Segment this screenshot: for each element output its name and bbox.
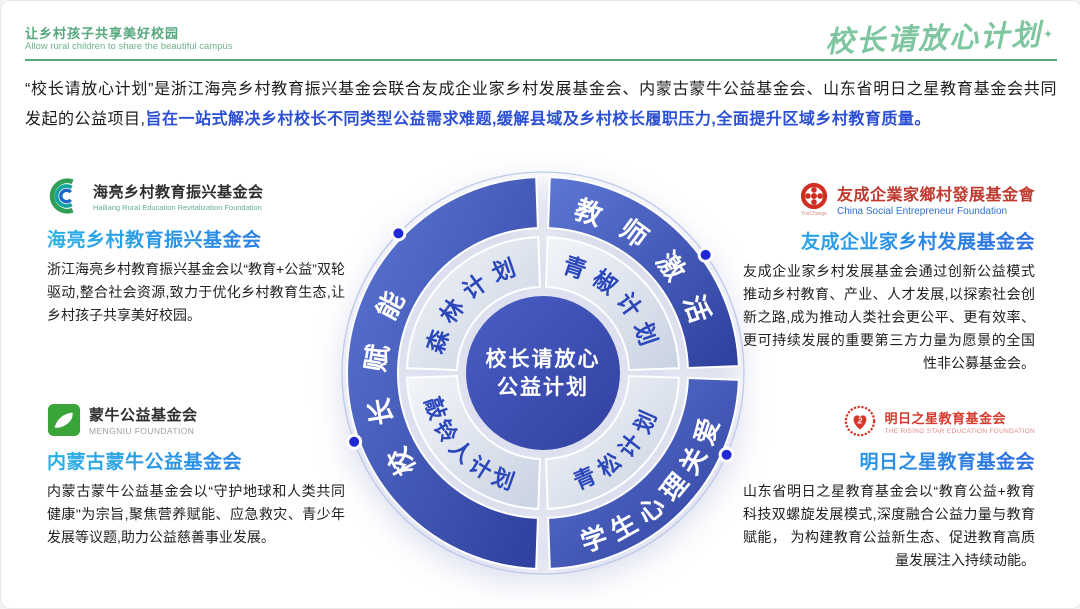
ring-outline-circle bbox=[341, 171, 745, 575]
ring-dot bbox=[718, 446, 735, 463]
tagline-en: Allow rural children to share the beauti… bbox=[25, 41, 233, 52]
mengniu-leaf-icon bbox=[47, 403, 81, 437]
ring-segment bbox=[345, 176, 539, 570]
ring-dot bbox=[390, 225, 407, 242]
foundation-hailiang: 海亮乡村教育振兴基金会 Hailiang Rural Education Rev… bbox=[47, 177, 345, 327]
ring-segment bbox=[547, 377, 740, 570]
brand-logo: 校长请放心计划✦ bbox=[824, 11, 1054, 61]
svg-text:2: 2 bbox=[857, 415, 863, 425]
ring-center-label: 公益计划 bbox=[497, 375, 589, 399]
youcheng-description: 友成企业家乡村发展基金会通过创新公益模式推动乡村教育、产业、人才发展,以探索社会… bbox=[743, 263, 1035, 371]
ring-segment bbox=[547, 176, 740, 369]
ring-dot bbox=[346, 433, 363, 450]
ring-segment bbox=[406, 236, 542, 372]
youcheng-pinwheel-icon bbox=[800, 182, 828, 210]
mengniu-logo: 蒙牛公益基金会 MENGNIU FOUNDATION bbox=[47, 403, 345, 437]
ring-dot bbox=[697, 246, 714, 263]
ring-segment bbox=[406, 374, 542, 510]
youcheng-logo-en: China Social Entrepreneur Foundation bbox=[836, 206, 1008, 217]
hailiang-title: 海亮乡村教育振兴基金会 bbox=[47, 225, 345, 252]
mingri-title: 明日之星教育基金会 bbox=[743, 447, 1035, 474]
hailiang-logo: 海亮乡村教育振兴基金会 Hailiang Rural Education Rev… bbox=[47, 177, 345, 215]
foundation-youcheng: YouChange 友成企業家鄉村發展基金會 China Social Entr… bbox=[743, 181, 1035, 375]
sparkle-icon: ✦ bbox=[1042, 26, 1054, 42]
foundation-mengniu: 蒙牛公益基金会 MENGNIU FOUNDATION 内蒙古蒙牛公益基金会 内蒙… bbox=[47, 403, 345, 549]
mengniu-description: 内蒙古蒙牛公益基金会以“守护地球和人类共同健康"为宗旨,聚焦营养赋能、应急救灾、… bbox=[47, 483, 345, 545]
foundation-mingri: 2 明日之星教育基金会 THE RISING STAR EDUCATION FO… bbox=[743, 405, 1035, 572]
hailiang-description: 浙江海亮乡村教育振兴基金会以“教育+公益”双轮驱动,整合社会资源,致力于优化乡村… bbox=[47, 261, 345, 323]
youcheng-logo-cn: 友成企業家鄉村發展基金會 bbox=[836, 187, 1035, 204]
ring-segment bbox=[544, 236, 680, 372]
intro-highlight-text: 旨在一站式解决乡村校长不同类型公益需求难题,缓解县域及乡村校长履职压力,全面提升… bbox=[145, 111, 931, 128]
mengniu-logo-cn: 蒙牛公益基金会 bbox=[89, 407, 198, 424]
mingri-logo-en: THE RISING STAR EDUCATION FOUNDATION bbox=[884, 427, 1035, 435]
ring-segment bbox=[544, 374, 680, 510]
tagline-cn: 让乡村孩子共享美好校园 bbox=[25, 26, 180, 41]
youcheng-icon-caption: YouChange bbox=[801, 211, 827, 217]
hailiang-crescent-icon bbox=[49, 178, 74, 214]
hailiang-logo-en: Hailiang Rural Education Revitalization … bbox=[93, 202, 262, 212]
header-divider bbox=[25, 59, 1057, 61]
youcheng-logo: YouChange 友成企業家鄉村發展基金會 China Social Entr… bbox=[743, 181, 1035, 217]
mengniu-title: 内蒙古蒙牛公益基金会 bbox=[47, 447, 345, 474]
ring-center-label: 校长请放心 bbox=[486, 347, 601, 371]
intro-text: “校长请放心计划”是浙江海亮乡村教育振兴基金会联合友成企业家乡村发展基金会、内蒙… bbox=[25, 81, 1057, 128]
ring-center-circle bbox=[466, 296, 620, 450]
brand-logo-text: 校长请放心计划 bbox=[824, 19, 1043, 59]
mingri-heart-icon: 2 bbox=[845, 405, 876, 437]
mingri-description: 山东省明日之星教育基金会以“教育公益+教育科技双螺旋发展模式,深度融合公益力量与… bbox=[743, 483, 1035, 568]
youcheng-title: 友成企业家乡村发展基金会 bbox=[743, 227, 1035, 254]
mengniu-logo-en: MENGNIU FOUNDATION bbox=[89, 426, 195, 436]
mingri-logo: 2 明日之星教育基金会 THE RISING STAR EDUCATION FO… bbox=[743, 405, 1035, 437]
program-ring-diagram: 校长赋能教师激活学生心理关爱森林计划青椒计划敲铃人计划青松计划校长请放心公益计划 bbox=[341, 171, 745, 575]
hailiang-logo-cn: 海亮乡村教育振兴基金会 bbox=[93, 183, 264, 201]
intro-paragraph: “校长请放心计划”是浙江海亮乡村教育振兴基金会联合友成企业家乡村发展基金会、内蒙… bbox=[25, 75, 1057, 135]
mingri-logo-cn: 明日之星教育基金会 bbox=[884, 410, 1006, 426]
